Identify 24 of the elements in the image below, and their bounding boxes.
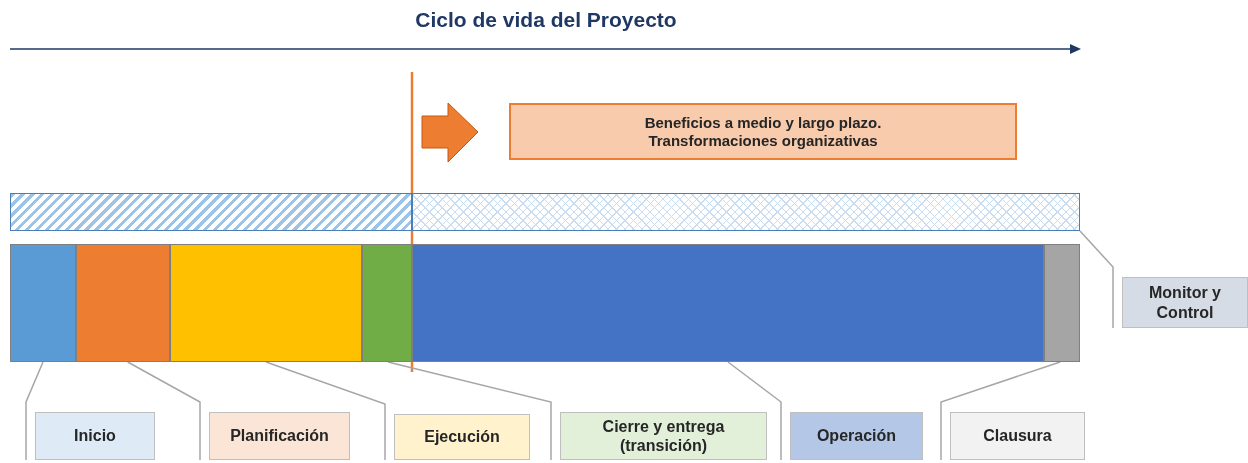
phase-segment [1044, 244, 1080, 362]
phase-segment [362, 244, 412, 362]
leader-line [126, 361, 201, 461]
leader-line [1079, 230, 1114, 329]
phase-label: Cierre y entrega (transición) [560, 412, 767, 460]
phase-label: Operación [790, 412, 923, 460]
leader-line [387, 361, 552, 461]
phase-label: Monitor y Control [1122, 277, 1248, 328]
leader-line [25, 361, 44, 461]
crosshatched-bar [412, 193, 1080, 231]
leader-line [940, 361, 1061, 461]
phase-label: Inicio [35, 412, 155, 460]
diagram-title: Ciclo de vida del Proyecto [414, 8, 678, 32]
phase-segment [412, 244, 1044, 362]
benefits-box: Beneficios a medio y largo plazo. Transformaciones organizativas [509, 103, 1017, 160]
phase-segment [170, 244, 362, 362]
leader-line [265, 361, 386, 461]
hatched-bar [10, 193, 412, 231]
phase-segment [10, 244, 76, 362]
phase-label: Ejecución [394, 414, 530, 460]
phase-label: Clausura [950, 412, 1085, 460]
leader-line [727, 361, 782, 461]
phase-segment [76, 244, 170, 362]
phase-label: Planificación [209, 412, 350, 460]
